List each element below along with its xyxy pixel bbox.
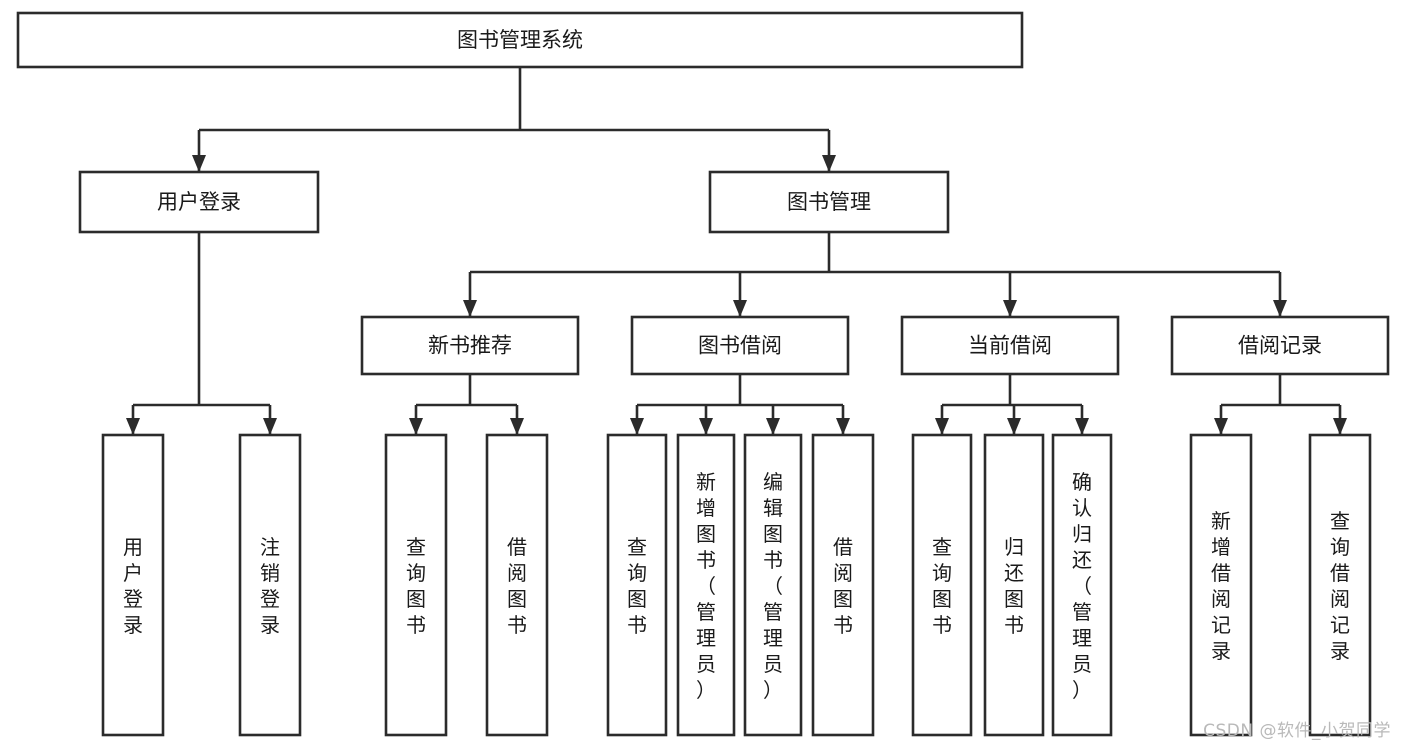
node-box-leaf-return-book — [983, 433, 1045, 737]
node-book-management[interactable]: 图书管理 — [708, 170, 950, 234]
arrow-head-icon — [1333, 418, 1347, 435]
node-user-login[interactable]: 用户登录 — [78, 170, 320, 234]
nodes-layer: 图书管理系统用户登录图书管理新书推荐图书借阅当前借阅借阅记录用户登录注销登录查询… — [16, 11, 1390, 737]
connector-group-new-book-recommend — [409, 374, 524, 435]
arrow-head-icon — [1003, 300, 1017, 317]
node-label-leaf-query-book-recommend: 查询图书 — [406, 535, 426, 637]
csdn-watermark: CSDN @软件_小贺同学 — [1203, 721, 1391, 741]
node-root[interactable]: 图书管理系统 — [16, 11, 1024, 69]
node-box-leaf-edit-book-admin — [743, 433, 803, 737]
node-label-book-borrow: 图书借阅 — [698, 334, 782, 358]
node-label-borrow-record: 借阅记录 — [1238, 334, 1322, 358]
node-leaf-logout-login[interactable]: 注销登录 — [238, 433, 302, 737]
node-leaf-query-book-recommend[interactable]: 查询图书 — [384, 433, 448, 737]
node-box-leaf-confirm-return-admin — [1051, 433, 1113, 737]
connectors-layer — [126, 67, 1347, 435]
node-box-leaf-query-book-current — [911, 433, 973, 737]
arrow-head-icon — [630, 418, 644, 435]
node-box-leaf-borrow-book-recommend — [485, 433, 549, 737]
node-new-book-recommend[interactable]: 新书推荐 — [360, 315, 580, 376]
node-label-leaf-add-borrow-record: 新增借阅记录 — [1211, 509, 1231, 663]
node-box-book-borrow — [630, 315, 850, 376]
arrow-head-icon — [510, 418, 524, 435]
node-leaf-add-borrow-record[interactable]: 新增借阅记录 — [1189, 433, 1253, 737]
arrow-head-icon — [836, 418, 850, 435]
arrow-head-icon — [699, 418, 713, 435]
node-leaf-edit-book-admin[interactable]: 编辑图书（管理员） — [743, 433, 803, 737]
node-leaf-return-book[interactable]: 归还图书 — [983, 433, 1045, 737]
arrow-head-icon — [1075, 418, 1089, 435]
node-leaf-query-book-borrow[interactable]: 查询图书 — [606, 433, 668, 737]
node-label-root: 图书管理系统 — [457, 28, 583, 52]
arrow-head-icon — [409, 418, 423, 435]
node-label-leaf-confirm-return-admin: 确认归还（管理员） — [1072, 470, 1092, 702]
node-box-leaf-add-borrow-record — [1189, 433, 1253, 737]
node-leaf-query-borrow-record[interactable]: 查询借阅记录 — [1308, 433, 1372, 737]
node-label-leaf-edit-book-admin: 编辑图书（管理员） — [763, 470, 783, 702]
node-book-borrow[interactable]: 图书借阅 — [630, 315, 850, 376]
node-box-leaf-logout-login — [238, 433, 302, 737]
node-leaf-query-book-current[interactable]: 查询图书 — [911, 433, 973, 737]
node-label-leaf-query-book-current: 查询图书 — [932, 535, 952, 637]
arrow-head-icon — [1214, 418, 1228, 435]
node-box-new-book-recommend — [360, 315, 580, 376]
node-leaf-add-book-admin[interactable]: 新增图书（管理员） — [676, 433, 736, 737]
arrow-head-icon — [822, 155, 836, 172]
node-box-leaf-query-book-borrow — [606, 433, 668, 737]
node-box-leaf-add-book-admin — [676, 433, 736, 737]
node-leaf-borrow-book-recommend[interactable]: 借阅图书 — [485, 433, 549, 737]
node-label-leaf-query-book-borrow: 查询图书 — [627, 535, 647, 637]
node-label-leaf-return-book: 归还图书 — [1004, 535, 1024, 637]
arrow-head-icon — [935, 418, 949, 435]
connector-group-user-login — [126, 232, 277, 435]
node-leaf-borrow-book[interactable]: 借阅图书 — [811, 433, 875, 737]
node-box-book-management — [708, 170, 950, 234]
arrow-head-icon — [192, 155, 206, 172]
node-box-leaf-query-book-recommend — [384, 433, 448, 737]
arrow-head-icon — [126, 418, 140, 435]
node-borrow-record[interactable]: 借阅记录 — [1170, 315, 1390, 376]
node-box-leaf-user-login — [101, 433, 165, 737]
node-label-leaf-add-book-admin: 新增图书（管理员） — [696, 470, 716, 702]
connector-group-current-borrow — [935, 374, 1089, 435]
node-box-root — [16, 11, 1024, 69]
connector-group-book-borrow — [630, 374, 850, 435]
node-label-new-book-recommend: 新书推荐 — [428, 334, 512, 358]
node-label-leaf-logout-login: 注销登录 — [260, 535, 280, 637]
node-leaf-user-login[interactable]: 用户登录 — [101, 433, 165, 737]
connector-group-borrow-record — [1214, 374, 1347, 435]
node-box-user-login — [78, 170, 320, 234]
connector-group-book-management — [463, 232, 1287, 317]
arrow-head-icon — [263, 418, 277, 435]
node-current-borrow[interactable]: 当前借阅 — [900, 315, 1120, 376]
node-box-borrow-record — [1170, 315, 1390, 376]
arrow-head-icon — [463, 300, 477, 317]
arrow-head-icon — [766, 418, 780, 435]
node-box-leaf-query-borrow-record — [1308, 433, 1372, 737]
node-label-book-management: 图书管理 — [787, 190, 871, 214]
connector-group-root — [192, 67, 836, 172]
node-label-user-login: 用户登录 — [157, 190, 241, 214]
arrow-head-icon — [1007, 418, 1021, 435]
arrow-head-icon — [1273, 300, 1287, 317]
arrow-head-icon — [733, 300, 747, 317]
node-box-leaf-borrow-book — [811, 433, 875, 737]
node-label-leaf-user-login: 用户登录 — [123, 535, 143, 637]
node-label-leaf-query-borrow-record: 查询借阅记录 — [1330, 509, 1350, 663]
node-label-current-borrow: 当前借阅 — [968, 334, 1052, 358]
node-leaf-confirm-return-admin[interactable]: 确认归还（管理员） — [1051, 433, 1113, 737]
node-label-leaf-borrow-book-recommend: 借阅图书 — [507, 535, 527, 637]
node-label-leaf-borrow-book: 借阅图书 — [833, 535, 853, 637]
node-box-current-borrow — [900, 315, 1120, 376]
